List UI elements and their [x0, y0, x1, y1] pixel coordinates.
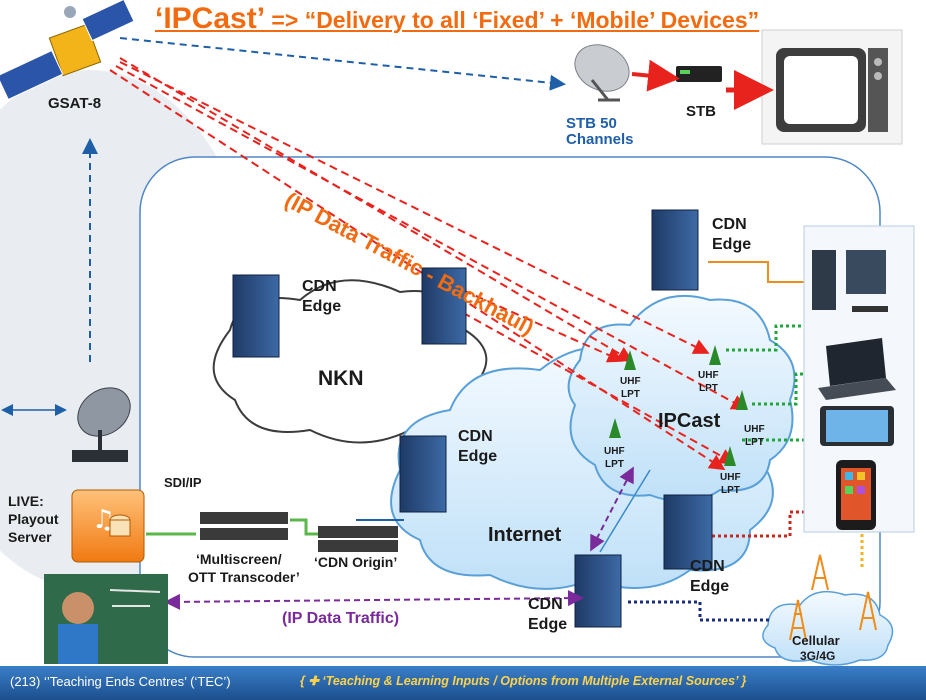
footer-right-text: { ✚ ‘Teaching & Learning Inputs / Option…: [300, 674, 747, 688]
stb-box-label: STB: [686, 103, 716, 120]
ipcast-label: IPCast: [658, 410, 721, 432]
uhf-label-4b: LPT: [605, 459, 624, 470]
title-subtitle: => “Delivery to all ‘Fixed’ + ‘Mobile’ D…: [265, 7, 760, 33]
title-main: ‘IPCast’: [155, 2, 266, 35]
uhf-label-1b: LPT: [621, 389, 640, 400]
playout-label-1: LIVE:: [8, 493, 44, 509]
uhf-label-3b: LPT: [745, 437, 764, 448]
playout-label-3: Server: [8, 529, 52, 545]
transcoder-label-2: OTT Transcoder’: [188, 569, 300, 585]
stb-box-icon: [676, 66, 722, 82]
uhf-label-4a: UHF: [604, 446, 625, 457]
uplink-dish-icon: [72, 387, 131, 462]
svg-text:♫: ♫: [92, 505, 115, 535]
cdn-edge-label-2b: Edge: [712, 236, 752, 253]
stb-dish-label-1: STB 50: [566, 115, 617, 132]
footer-bar: [0, 666, 926, 700]
playout-label-2: Playout: [8, 511, 59, 527]
uhf-label-5a: UHF: [720, 472, 741, 483]
dish-to-stb-arrow: [631, 59, 680, 92]
smartphone-icon: [836, 460, 876, 530]
satellite-label: GSAT-8: [48, 95, 102, 112]
cdn-edge-label-4b: Edge: [690, 578, 730, 595]
cdn-edge-label-1b: Edge: [302, 298, 342, 315]
backhaul-links: [109, 57, 748, 471]
cdn-edge-label-1a: CDN: [302, 278, 337, 295]
transcoder-device-icon: [200, 512, 288, 540]
ip-data-traffic-label: (IP Data Traffic): [282, 610, 400, 627]
cdn-edge-server-icon: [232, 209, 713, 628]
cdn-origin-device-icon: [318, 526, 398, 552]
transcoder-label-1: ‘Multiscreen/: [196, 551, 282, 567]
cellular-label-1: Cellular: [792, 633, 840, 648]
dish-antenna-icon: [574, 44, 630, 102]
ip-data-traffic-link: [164, 590, 584, 610]
satellite-icon: [0, 0, 135, 101]
laptop-icon: [818, 338, 896, 400]
cdn-origin-label: ‘CDN Origin’: [314, 554, 398, 570]
desktop-pc-icon: [812, 250, 888, 312]
uhf-label-3a: UHF: [744, 424, 765, 435]
internet-ipcast-link: [599, 469, 651, 553]
tv-icon: [761, 29, 903, 145]
tablet-icon: [820, 406, 894, 446]
cdn-edge-label-2a: CDN: [712, 216, 747, 233]
uhf-tower-icon: [609, 345, 748, 466]
cdn-edge-label-5b: Edge: [528, 616, 568, 633]
satellite-to-dish-link: [119, 37, 566, 91]
sdi-ip-label: SDI/IP: [164, 475, 202, 490]
page-title: ‘IPCast’ => “Delivery to all ‘Fixed’ + ‘…: [155, 2, 759, 35]
nkn-label: NKN: [318, 367, 364, 390]
uhf-label-5b: LPT: [721, 485, 740, 496]
ipcast-internet-link: [590, 466, 634, 552]
cdn-edge-label-3b: Edge: [458, 448, 498, 465]
cell-tower-icon: [789, 554, 877, 641]
cdn-edge-label-5a: CDN: [528, 596, 563, 613]
internet-label: Internet: [488, 524, 562, 546]
uhf-label-1a: UHF: [620, 376, 641, 387]
teacher-photo: [44, 574, 168, 664]
cellular-label-2: 3G/4G: [800, 649, 836, 663]
cdn-edge-label-4a: CDN: [690, 558, 725, 575]
playout-server-icon: ♫: [71, 489, 145, 563]
cellular-backhaul-link: [628, 600, 772, 622]
stb-dish-label-2: Channels: [566, 131, 634, 148]
cdn-to-pc-link: [708, 261, 810, 283]
cdn-edge-label-3a: CDN: [458, 428, 493, 445]
transcoder-to-origin-link: [290, 518, 318, 536]
uhf-label-2a: UHF: [698, 370, 719, 381]
uhf-label-2b: LPT: [699, 383, 718, 394]
footer-left-text: (213) ‘’Teaching Ends Centres’ (‘TEC’): [10, 674, 231, 689]
ipcast-cloud: [567, 294, 796, 503]
